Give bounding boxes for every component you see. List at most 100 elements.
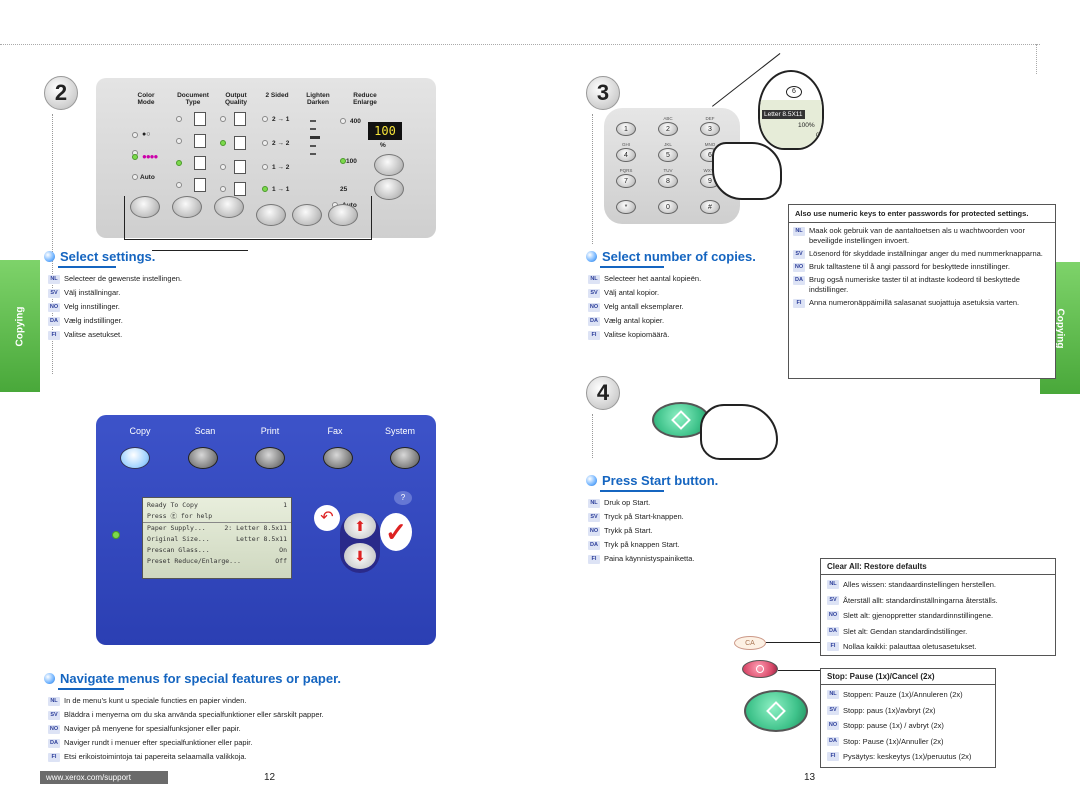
zoom-100-label: 100: [346, 158, 357, 165]
bullet-icon: [44, 251, 55, 262]
step-2-heading-text: Select settings.: [60, 249, 156, 264]
lcd-row-value: Letter 8.5x11: [236, 535, 287, 543]
step-4-heading: Press Start button.: [586, 473, 718, 488]
clear-all-title: Clear All: Restore defaults: [821, 559, 1055, 575]
password-note-title: Also use numeric keys to enter passwords…: [789, 205, 1055, 223]
reduce-enlarge-button[interactable]: [328, 204, 358, 226]
language-code-badge: FI: [827, 752, 839, 762]
darken-button[interactable]: [292, 204, 322, 226]
ui-tab-copy[interactable]: Copy: [129, 426, 151, 436]
color-mode-button[interactable]: [130, 196, 160, 218]
col-document-type: Document Type: [177, 92, 209, 106]
navigate-translation-text: Etsi erikoistoimintoja tai papereita sel…: [64, 752, 247, 761]
output-quality-button[interactable]: [214, 196, 244, 218]
footer-url[interactable]: www.xerox.com/support: [40, 771, 168, 784]
clear-all-button[interactable]: CA: [734, 636, 766, 650]
led-color-auto: [132, 174, 138, 180]
panel-bracket: [124, 196, 372, 240]
language-code-badge: NO: [588, 526, 600, 536]
zoom-400-label: 400: [350, 118, 361, 125]
keypad-key[interactable]: 3: [700, 122, 720, 136]
start-button-small[interactable]: [744, 690, 808, 732]
lcd-row[interactable]: Original Size...Letter 8.5x11: [143, 534, 291, 545]
lcd-row[interactable]: Paper Supply...2: Letter 8.5x11: [143, 523, 291, 534]
led-quality-3: [220, 164, 226, 170]
key-letters-label: GHI: [621, 142, 630, 147]
led-color-1: [132, 132, 138, 138]
ui-tab-fax[interactable]: Fax: [327, 426, 343, 436]
lcd-row-label: Preset Reduce/Enlarge...: [147, 557, 241, 565]
keypad-key[interactable]: 5: [658, 148, 678, 162]
zoom-25-label: 25: [340, 186, 348, 193]
step-4-number: 4: [586, 376, 620, 410]
led-color-3: [132, 154, 138, 160]
callout-key-six: 6: [786, 86, 802, 98]
keypad-key[interactable]: #: [700, 200, 720, 214]
callout-count: 0: [816, 132, 820, 139]
lcd-row[interactable]: Prescan Glass...On: [143, 545, 291, 556]
two-sided-button[interactable]: [256, 204, 286, 226]
fax-tab-button[interactable]: [322, 447, 353, 469]
keypad-key[interactable]: 7: [616, 174, 636, 188]
keypad-key[interactable]: *: [616, 200, 636, 214]
copy-tab-button[interactable]: [120, 447, 150, 469]
system-tab-button[interactable]: [390, 447, 420, 469]
step-4-translation-text: Trykk på Start.: [604, 526, 653, 535]
help-button[interactable]: ?: [394, 491, 412, 505]
lcd-row-value: 1: [283, 501, 287, 509]
keypad-key[interactable]: 8: [658, 174, 678, 188]
select-check-button[interactable]: ✓: [380, 513, 412, 551]
lcd-row[interactable]: Preset Reduce/Enlarge...Off: [143, 556, 291, 567]
callout-percent: 100%: [798, 122, 815, 129]
language-code-badge: FI: [48, 752, 60, 762]
keypad-key[interactable]: 1: [616, 122, 636, 136]
col-lighten-darken: Lighten Darken: [306, 92, 330, 106]
step-3-translation-text: Välj antal kopior.: [604, 288, 660, 297]
language-code-badge: DA: [48, 316, 60, 326]
led-zoom-400: [340, 118, 346, 124]
password-note-text: Anna numeronäppäimillä salasanat suojatt…: [809, 298, 1020, 307]
key-letters-label: WXYZ: [703, 168, 717, 173]
keypad-key[interactable]: 4: [616, 148, 636, 162]
up-arrow-button[interactable]: ⬆: [344, 513, 376, 539]
document-type-button[interactable]: [172, 196, 202, 218]
key-letters-label: JKL: [664, 142, 672, 147]
ui-tab-system[interactable]: System: [384, 426, 415, 436]
step-2-guide: [52, 114, 53, 374]
step-2-heading-underline: [58, 266, 116, 268]
keypad-key[interactable]: 0: [658, 200, 678, 214]
scan-tab-button[interactable]: [187, 447, 218, 469]
zoom-up-button[interactable]: [374, 154, 404, 176]
ui-tab-buttons: [120, 447, 420, 469]
back-button[interactable]: ↶: [314, 505, 340, 531]
password-note-text: Maak ook gebruik van de aantaltoetsen al…: [809, 226, 1025, 245]
language-code-badge: FI: [827, 642, 839, 652]
print-tab-button[interactable]: [255, 447, 285, 469]
navigate-heading: Navigate menus for special features or p…: [44, 671, 341, 686]
stop-button[interactable]: [742, 660, 778, 678]
zoom-down-button[interactable]: [374, 178, 404, 200]
step-4-translation-row: NO Trykk på Start.: [588, 524, 694, 538]
callout-paper-size: Letter 8.5X11: [762, 110, 805, 119]
step-2-translation-text: Välj inställningar.: [64, 288, 121, 297]
step-2-heading: Select settings.: [44, 249, 155, 264]
keypad-key[interactable]: 2: [658, 122, 678, 136]
ui-tab-print[interactable]: Print: [260, 426, 280, 436]
ui-tab-scan[interactable]: Scan: [194, 426, 216, 436]
down-arrow-button[interactable]: ⬇: [344, 543, 376, 569]
doc-lines-icon: [194, 178, 206, 192]
navigate-translation-text: Naviger rundt i menuer efter specialfunk…: [64, 738, 253, 747]
lcd-row-value: On: [279, 546, 287, 554]
